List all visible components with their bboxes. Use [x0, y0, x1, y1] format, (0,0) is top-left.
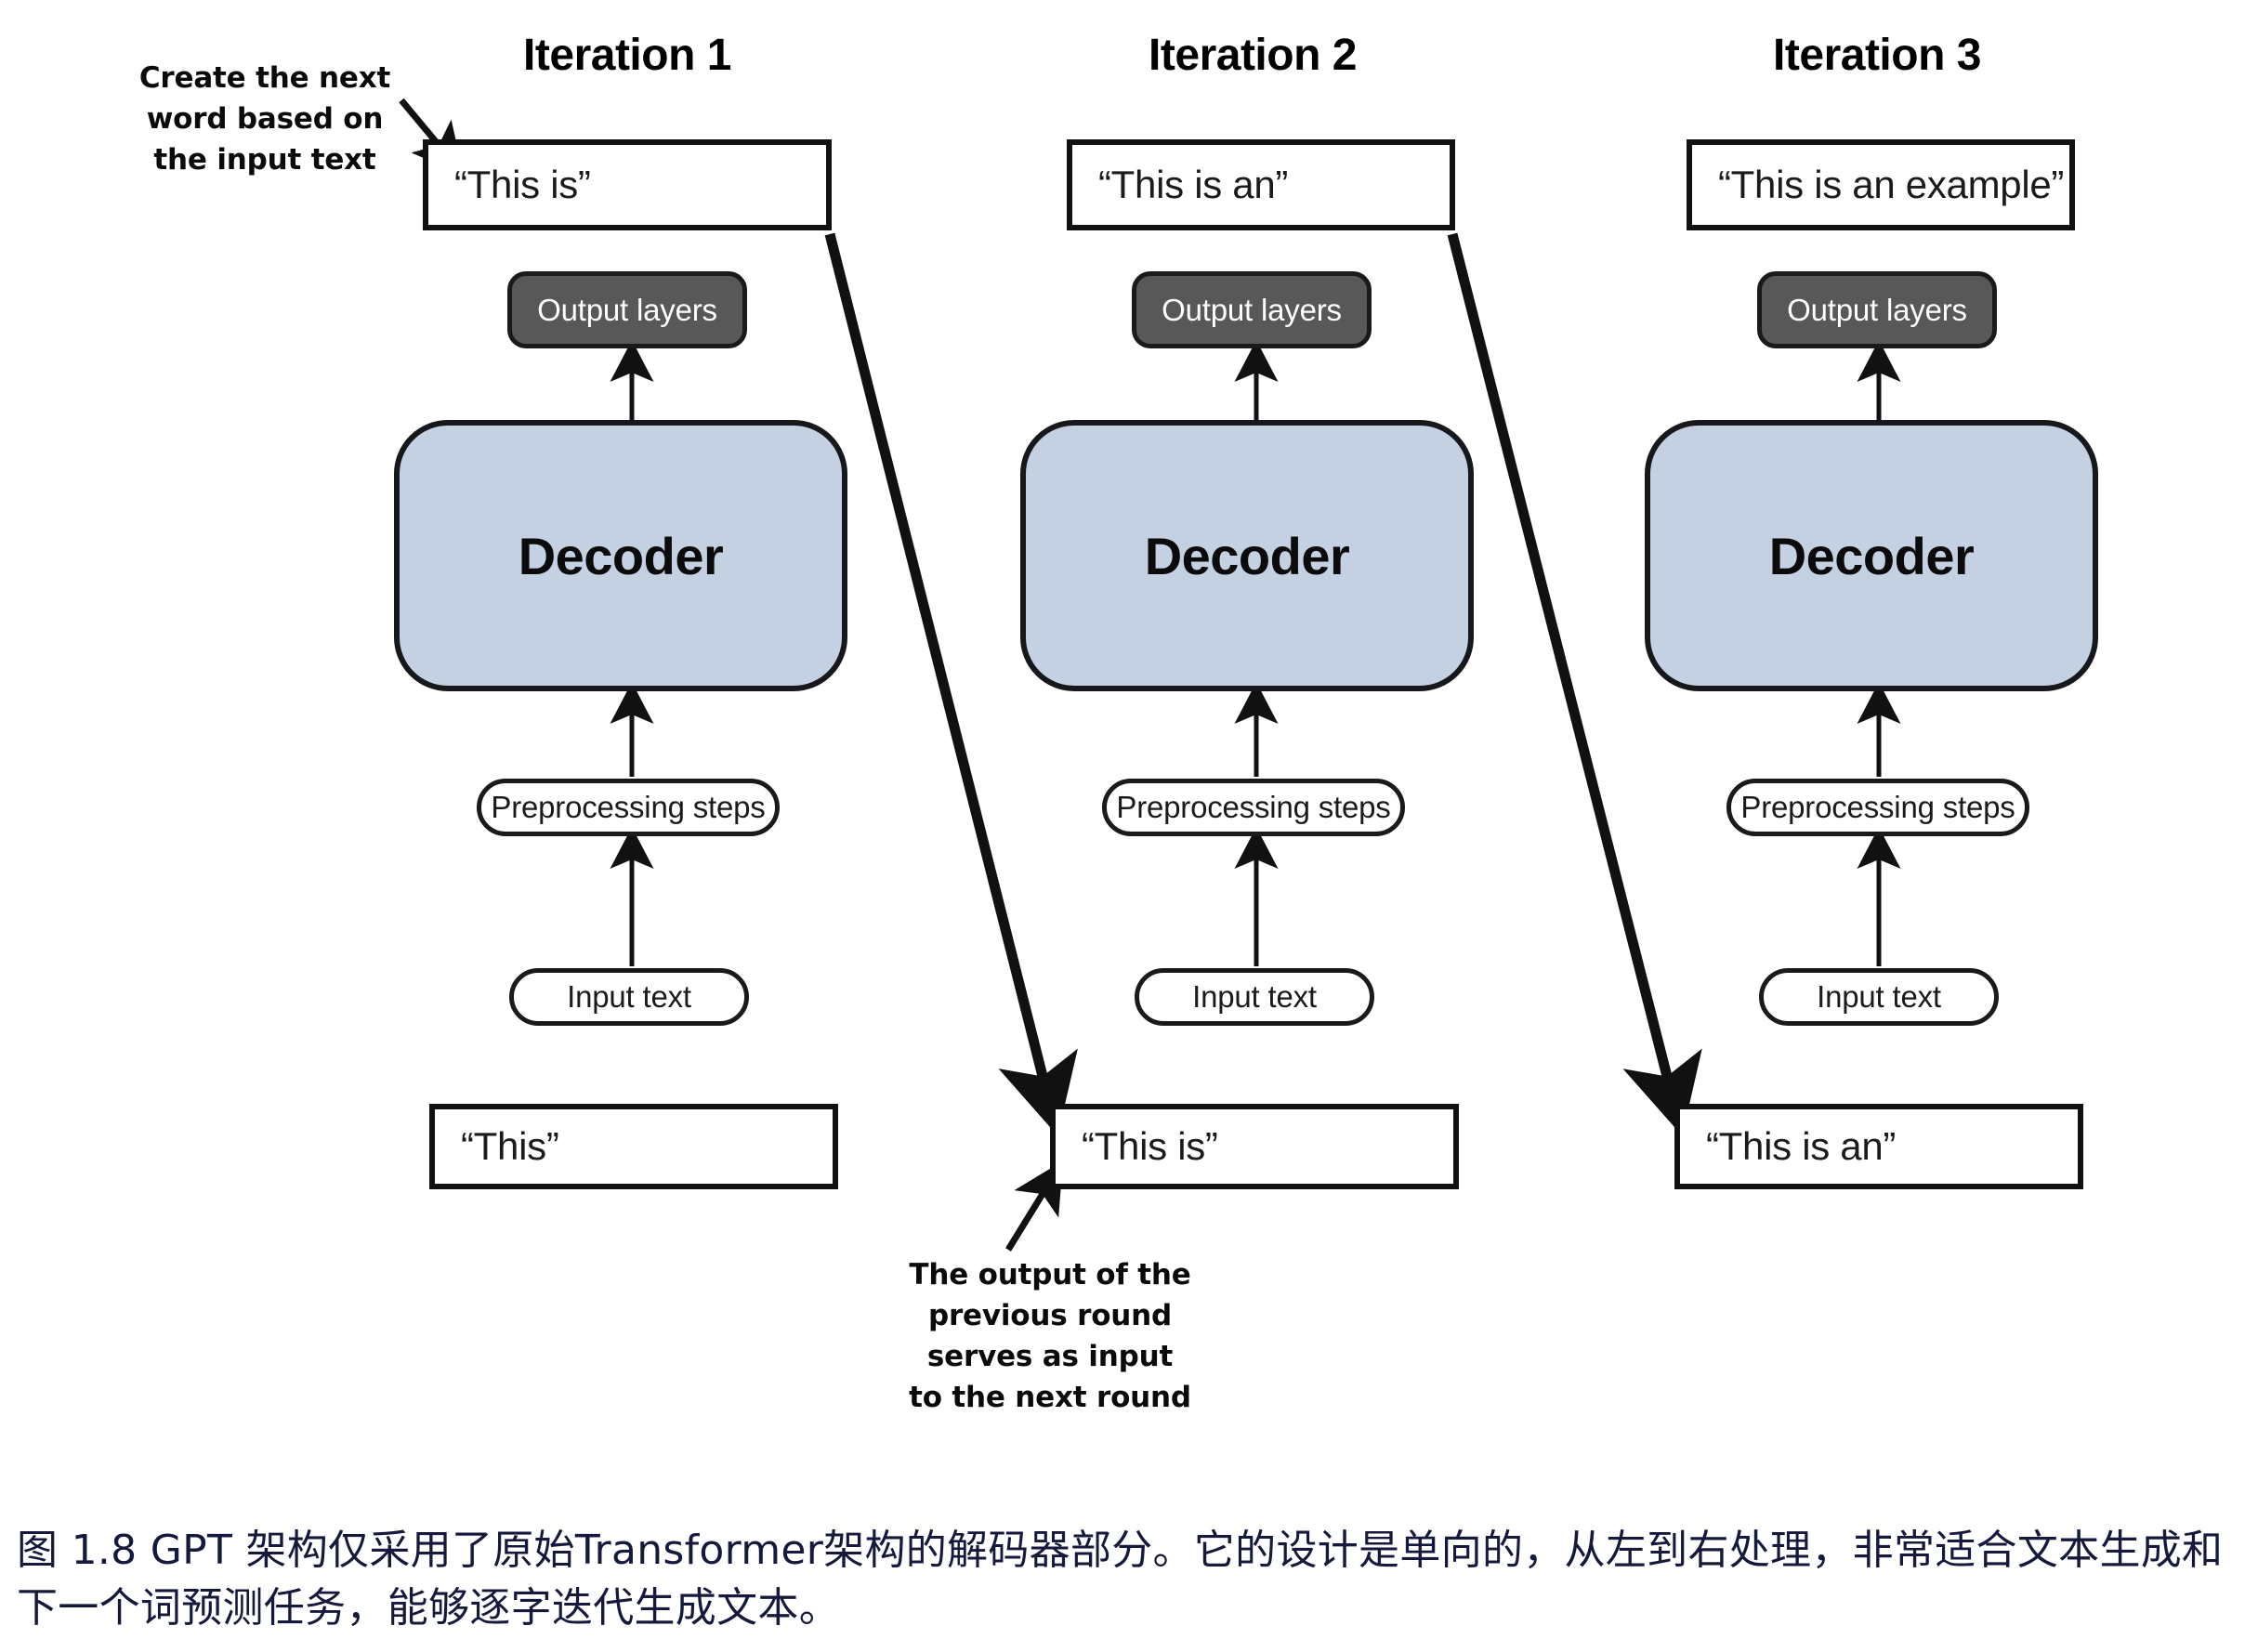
generated-text-box-3: “This is an example”	[1687, 139, 2075, 230]
preprocessing-label-1: Preprocessing steps	[491, 790, 766, 824]
arrow-feedback-iteration1-to-iteration2	[824, 232, 1078, 1136]
input-string-box-2: “This is”	[1050, 1104, 1459, 1189]
generated-text-box-1: “This is”	[423, 139, 832, 230]
figure-caption: 图 1.8 GPT 架构仅采用了原始Transformer架构的解码器部分。它的…	[17, 1527, 2224, 1632]
output-layers-label-3: Output layers	[1787, 292, 1967, 327]
generated-text-2: “This is an”	[1098, 163, 1289, 206]
annotation-create-next-word: Create the next word based on the input …	[138, 61, 391, 177]
preprocessing-box-1: Preprocessing steps	[477, 779, 780, 836]
output-layers-box-3: Output layers	[1757, 271, 1997, 348]
annotation-output-serves-as-input: The output of the previous round serves …	[909, 1258, 1191, 1415]
output-layers-box-2: Output layers	[1132, 271, 1372, 348]
input-text-box-1: Input text	[509, 968, 749, 1026]
preprocessing-box-3: Preprocessing steps	[1726, 779, 2029, 836]
input-text-box-2: Input text	[1135, 968, 1374, 1026]
arrow-feedback-iteration2-to-iteration3	[1447, 232, 1702, 1136]
iteration-title-2: Iteration 2	[1149, 31, 1357, 80]
input-string-3: “This is an”	[1706, 1124, 1897, 1168]
preprocessing-box-2: Preprocessing steps	[1102, 779, 1405, 836]
decoder-label-3: Decoder	[1768, 526, 1975, 585]
generated-text-box-2: “This is an”	[1067, 139, 1455, 230]
preprocessing-label-3: Preprocessing steps	[1740, 790, 2015, 824]
decoder-label-2: Decoder	[1144, 526, 1350, 585]
input-string-1: “This”	[461, 1124, 559, 1168]
generated-text-1: “This is”	[454, 163, 591, 206]
input-text-label-2: Input text	[1192, 979, 1317, 1014]
input-string-box-1: “This”	[429, 1104, 838, 1189]
decoder-box-3: Decoder	[1645, 420, 2098, 691]
output-layers-label-1: Output layers	[537, 292, 717, 327]
output-layers-box-1: Output layers	[507, 271, 747, 348]
iteration-title-1: Iteration 1	[523, 31, 731, 80]
decoder-box-2: Decoder	[1020, 420, 1474, 691]
preprocessing-label-2: Preprocessing steps	[1116, 790, 1391, 824]
iteration-title-3: Iteration 3	[1773, 31, 1981, 80]
arrow-annotation-to-input-string	[1005, 1160, 1063, 1252]
input-text-label-1: Input text	[567, 979, 691, 1014]
decoder-box-1: Decoder	[394, 420, 847, 691]
input-text-label-3: Input text	[1817, 979, 1941, 1014]
decoder-label-1: Decoder	[518, 526, 724, 585]
input-string-box-3: “This is an”	[1674, 1104, 2083, 1189]
output-layers-label-2: Output layers	[1162, 292, 1342, 327]
input-text-box-3: Input text	[1759, 968, 1999, 1026]
input-string-2: “This is”	[1082, 1124, 1218, 1168]
generated-text-3: “This is an example”	[1718, 163, 2065, 206]
